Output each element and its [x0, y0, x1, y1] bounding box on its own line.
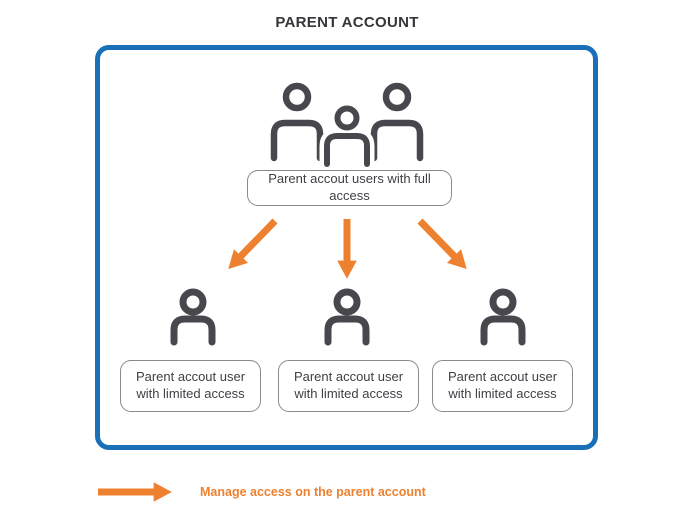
right-arrow-icon	[98, 482, 172, 502]
down-arrows	[228, 218, 467, 279]
single-user-icon	[170, 288, 216, 346]
limited-access-label-text: Parent accout user with limited access	[293, 369, 404, 401]
single-user-icon	[324, 288, 370, 346]
limited-access-label: Parent accout user with limited access	[278, 360, 419, 412]
legend-label: Manage access on the parent account	[200, 485, 426, 499]
limited-access-label: Parent accout user with limited access	[432, 360, 573, 412]
group-users-icon	[270, 82, 424, 168]
full-access-label: Parent accout users with full access	[247, 170, 452, 206]
page-title: PARENT ACCOUNT	[275, 14, 419, 31]
down-left-arrow-icon	[228, 218, 278, 270]
single-user-icon	[480, 288, 526, 346]
limited-access-label-text: Parent accout user with limited access	[135, 369, 246, 401]
limited-access-label-text: Parent accout user with limited access	[447, 369, 558, 401]
limited-access-label: Parent accout user with limited access	[120, 360, 261, 412]
down-right-arrow-icon	[417, 218, 467, 270]
full-access-label-text: Parent accout users with full access	[268, 171, 431, 203]
